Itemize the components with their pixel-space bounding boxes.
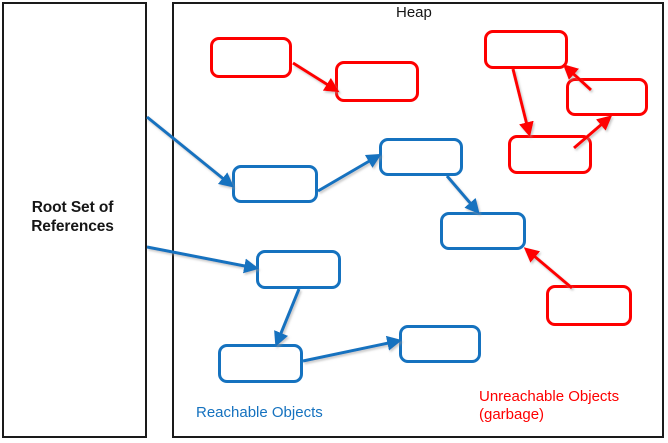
- legend-unreachable-objects: Unreachable Objects (garbage): [479, 388, 620, 423]
- object-node-b4: [256, 250, 341, 289]
- object-node-b6: [399, 325, 481, 363]
- heap-label: Heap: [396, 4, 432, 21]
- object-node-b5: [218, 344, 303, 383]
- legend-reachable-objects: Reachable Objects: [196, 404, 323, 421]
- object-node-r5: [508, 135, 592, 174]
- object-node-r1: [210, 37, 292, 78]
- object-node-b1: [232, 165, 318, 203]
- root-set-frame: [2, 2, 147, 438]
- root-set-label: Root Set of References: [31, 199, 114, 235]
- object-node-r2: [335, 61, 419, 102]
- object-node-r4: [566, 78, 648, 116]
- object-node-b2: [379, 138, 463, 176]
- object-node-b3: [440, 212, 526, 250]
- object-node-r6: [546, 285, 632, 326]
- object-node-r3: [484, 30, 568, 69]
